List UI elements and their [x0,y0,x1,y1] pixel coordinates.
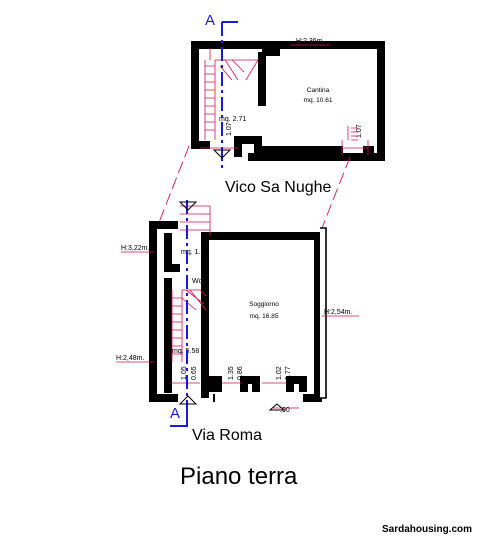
lower-partition-1 [164,233,180,272]
upper-unit: H:2,36m. Cantina mq. 10.61 mq. 2.71 1.07… [191,38,385,161]
upper-window-hatch [351,127,358,141]
opening-2b: 0.86 [237,366,244,380]
upper-stair [204,48,259,140]
opening-3a: 1.02 [276,366,283,380]
door-marker-upper [212,149,232,159]
credit-text: Sardahousing.com [382,524,472,535]
door-marker-lower-top [178,201,198,211]
section-label-top: A [205,12,215,29]
street-upper: Vico Sa Nughe [225,179,332,196]
connector-right [321,156,351,229]
upper-partition-wall [258,48,280,106]
lower-height-bottom: H:2,48m. [116,355,144,362]
street-lower: Via Roma [192,427,262,444]
upper-door-marks [200,126,369,155]
cantina-name: Cantina [307,87,330,94]
lower-stair [171,205,211,362]
lower-outer-wall-left [149,221,178,402]
opening-3b: 1.77 [285,366,292,380]
landing-area: mq. 1.36 [181,249,208,256]
soggiorno-area: mq. 16.85 [250,313,279,320]
upper-stair-area: mq. 2.71 [219,116,246,123]
lower-height-top: H:3,22m. [121,245,149,252]
upper-stair-width: 1.07 [226,122,233,136]
upper-front-wall [234,136,374,157]
door-marker-lower-step [268,403,286,411]
lower-stair-area: mq. 5.58 [172,348,199,355]
upper-window-width: 1.07 [356,124,363,138]
wc-name: Wc [192,278,203,285]
section-axis: A A [170,12,286,427]
lower-height-right: H:2,54m. [324,309,352,316]
plan-title: Piano terra [180,463,298,490]
lower-outer-wall-right [201,232,322,402]
section-label-bottom: A [170,405,180,422]
section-axis-bottom-arrow [170,410,188,427]
soggiorno-name: Soggiorno [249,301,279,308]
lower-front-piers [206,376,307,392]
connector-left [157,145,190,226]
lower-opening-dims [170,382,299,409]
opening-1a: 1.05 [181,366,188,380]
opening-2a: 1.35 [228,366,235,380]
upper-outer-wall [191,41,385,161]
cantina-area: mq. 10.61 [304,97,333,104]
door-marker-lower-bottom [178,395,198,405]
lower-outer-thin-wall [320,227,327,399]
lower-unit: H:3,22m. H:2,54m. H:2,48m. mq. 1.36 Wc m… [116,205,359,414]
upper-height-label: H:2,36m. [296,38,324,45]
opening-1b: 0.65 [191,366,198,380]
